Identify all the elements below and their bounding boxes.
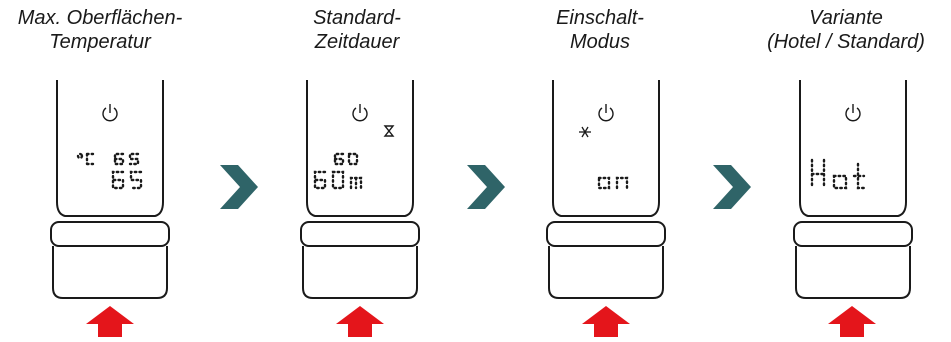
power-icon [352, 104, 368, 122]
step-title: Max. Oberflächen- Temperatur [0, 6, 205, 54]
dot-matrix-display [597, 176, 629, 190]
dot-matrix-display [76, 152, 143, 190]
step-title: Einschalt- Modus [495, 6, 705, 54]
step-title-line2: Zeitdauer [314, 31, 400, 53]
chevron-right-icon [467, 165, 505, 209]
press-button-arrow-icon [82, 306, 138, 337]
dot-matrix-display [313, 152, 363, 190]
step-title-line1: Standard- [313, 7, 401, 29]
chevron-right-icon [713, 165, 751, 209]
step-title-line2: Temperatur [49, 31, 151, 53]
chevron-right-icon [220, 165, 258, 209]
power-icon [598, 104, 614, 122]
snowflake-icon [579, 126, 591, 138]
step-default-duration: Standard- Zeitdauer [252, 0, 462, 337]
heater-controller [788, 80, 918, 320]
heater-body [50, 80, 170, 299]
heater-controller [45, 80, 175, 320]
heater-controller [295, 80, 425, 320]
dot-matrix-display [810, 158, 868, 190]
step-max-surface-temperature: Max. Oberflächen- Temperatur [0, 0, 205, 337]
step-title-line1: Max. Oberflächen- [17, 7, 183, 29]
step-title-line1: Variante [809, 7, 883, 29]
step-switch-on-mode: Einschalt- Modus [495, 0, 705, 337]
press-button-arrow-icon [332, 306, 388, 337]
press-button-arrow-icon [824, 306, 880, 337]
heater-controller [541, 80, 671, 320]
power-icon [102, 104, 118, 122]
step-title-line1: Einschalt- [556, 7, 644, 29]
press-button-arrow-icon [578, 306, 634, 337]
step-title: Standard- Zeitdauer [252, 6, 462, 54]
step-title-line2: (Hotel / Standard) [767, 31, 925, 53]
power-icon [845, 104, 861, 122]
hourglass-icon [383, 125, 395, 137]
step-variant-hotel-standard: Variante (Hotel / Standard) [741, 0, 951, 337]
step-title-line2: Modus [569, 31, 631, 53]
step-title: Variante (Hotel / Standard) [741, 6, 951, 54]
